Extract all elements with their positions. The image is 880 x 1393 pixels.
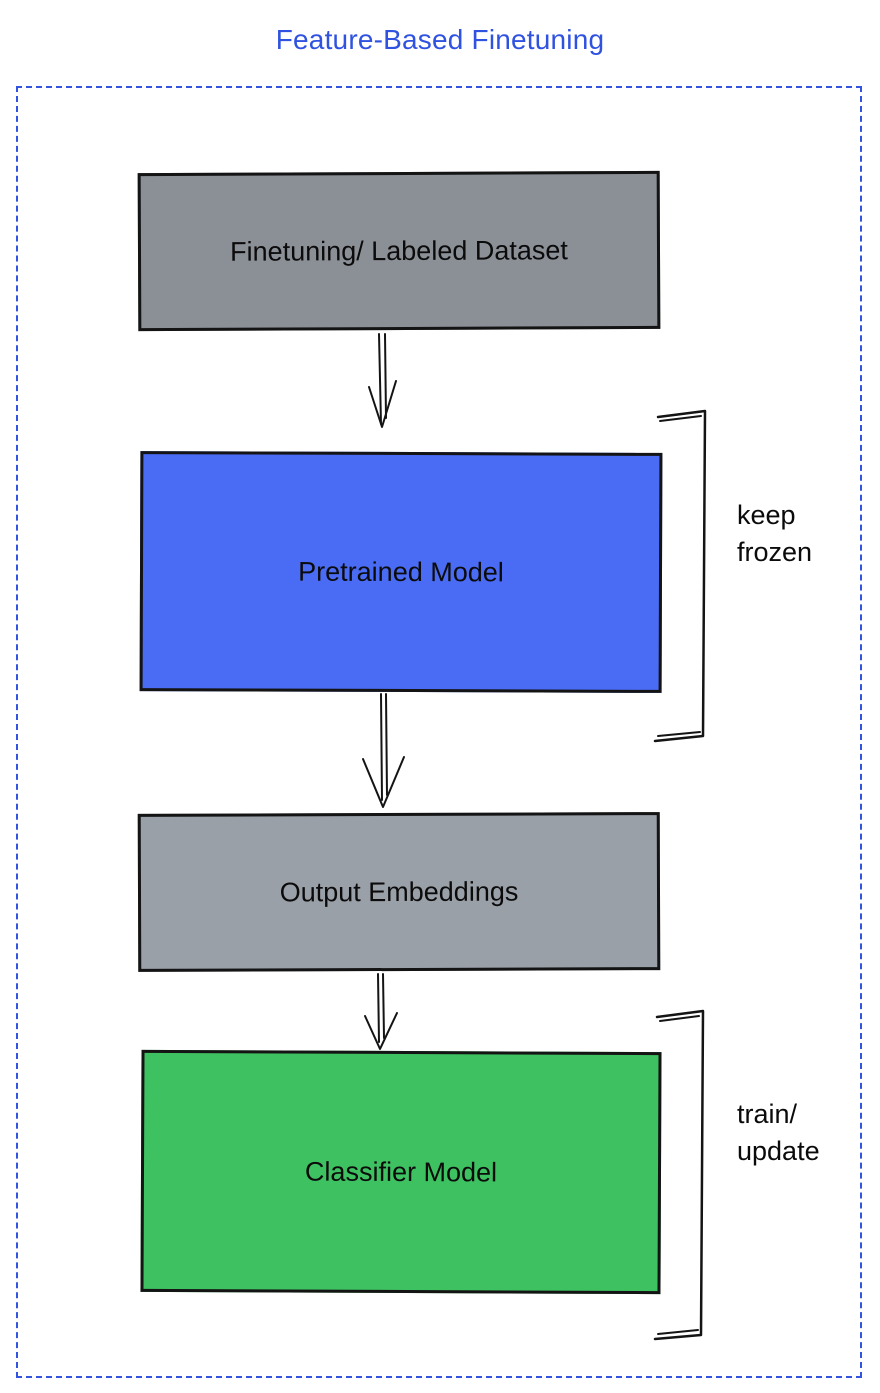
node-classifier-model: Classifier Model	[140, 1049, 662, 1295]
node-classifier-model-label: Classifier Model	[304, 1156, 498, 1187]
node-pretrained-model: Pretrained Model	[139, 451, 663, 693]
node-finetuning-dataset-label: Finetuning/ Labeled Dataset	[230, 234, 568, 267]
node-finetuning-dataset: Finetuning/ Labeled Dataset	[137, 170, 661, 332]
node-pretrained-model-label: Pretrained Model	[298, 556, 504, 587]
node-output-embeddings-label: Output Embeddings	[279, 876, 519, 907]
annotation-keep-frozen: keep frozen	[737, 500, 813, 567]
annotation-train-update: train/ update	[737, 1099, 820, 1166]
node-output-embeddings: Output Embeddings	[137, 812, 661, 972]
dashed-border-frame	[16, 86, 862, 1378]
diagram-title: Feature-Based Finetuning	[275, 24, 605, 55]
